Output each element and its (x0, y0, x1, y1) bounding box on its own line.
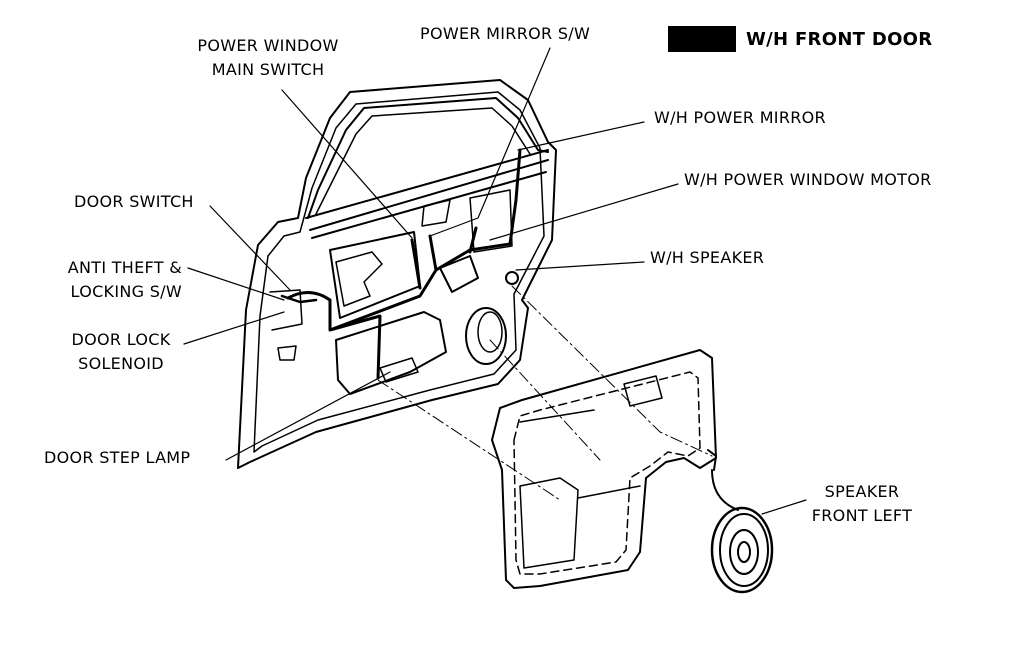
door-shell-inner (253, 91, 545, 453)
speaker-wire (707, 449, 739, 511)
label-line: SPEAKER (824, 482, 900, 501)
label-line: POWER WINDOW (197, 36, 339, 55)
leader-wh-power-window-motor (489, 183, 679, 241)
label-anti-theft-locking-sw: ANTI THEFT & LOCKING S/W (34, 256, 182, 304)
label-line: DOOR LOCK (71, 330, 171, 349)
speaker-cone (729, 529, 759, 575)
step-lamp-housing (379, 357, 419, 383)
diagram-title: W/H FRONT DOOR (746, 29, 933, 50)
leader-power-window-main-switch (281, 89, 413, 239)
trim-panel-inner-dashed (513, 371, 701, 575)
leader-door-lock-solenoid (183, 311, 285, 345)
speaker-rim (719, 513, 769, 587)
explode-line-1 (377, 285, 713, 501)
inner-opening-left (335, 251, 383, 307)
trim-handle-pocket (623, 375, 663, 407)
trim-panel (491, 349, 717, 589)
hinge-side (269, 289, 303, 361)
speaker-dust-cap (737, 541, 751, 563)
leader-wh-speaker (515, 261, 645, 271)
window-frame-inner (315, 107, 531, 215)
label-power-mirror-sw: POWER MIRROR S/W (420, 24, 591, 43)
door-shell-outer (237, 79, 557, 469)
label-line: LOCKING S/W (70, 282, 182, 301)
harness-main (286, 148, 522, 380)
inner-panel-lower (335, 311, 447, 395)
label-wh-speaker: W/H SPEAKER (650, 248, 765, 267)
label-line: MAIN SWITCH (211, 60, 325, 79)
title-legend-box (668, 26, 736, 52)
label-door-step-lamp: DOOR STEP LAMP (44, 448, 191, 467)
trim-armrest (519, 477, 579, 569)
label-door-lock-solenoid: DOOR LOCK SOLENOID (56, 328, 186, 376)
label-line: SOLENOID (78, 354, 164, 373)
speaker-outer (710, 506, 774, 594)
leader-wh-power-mirror (517, 121, 645, 151)
speaker-opening-inner (477, 311, 503, 353)
label-door-switch: DOOR SWITCH (74, 192, 194, 211)
switch-module (439, 255, 479, 293)
harness-door-switch-branch (280, 294, 318, 304)
label-wh-power-window-motor: W/H POWER WINDOW MOTOR (684, 170, 932, 189)
label-line: ANTI THEFT & (67, 258, 182, 277)
leader-door-step-lamp (225, 371, 391, 461)
label-power-window-main-switch: POWER WINDOW MAIN SWITCH (186, 34, 350, 82)
label-line: FRONT LEFT (811, 506, 913, 525)
label-speaker-front-left: SPEAKER FRONT LEFT (796, 480, 928, 528)
leader-anti-theft (187, 267, 285, 301)
leader-speaker-front-left (761, 499, 807, 515)
inner-opening-handle (421, 199, 451, 227)
speaker-opening (465, 307, 507, 365)
window-frame (307, 97, 549, 219)
leader-door-switch (209, 205, 291, 291)
leader-power-mirror-sw (429, 47, 551, 237)
speaker-connector (505, 271, 519, 285)
inner-opening-right (469, 189, 513, 253)
label-wh-power-mirror: W/H POWER MIRROR (654, 108, 826, 127)
leader-lines (183, 47, 807, 515)
trim-lower-edge (519, 409, 641, 499)
